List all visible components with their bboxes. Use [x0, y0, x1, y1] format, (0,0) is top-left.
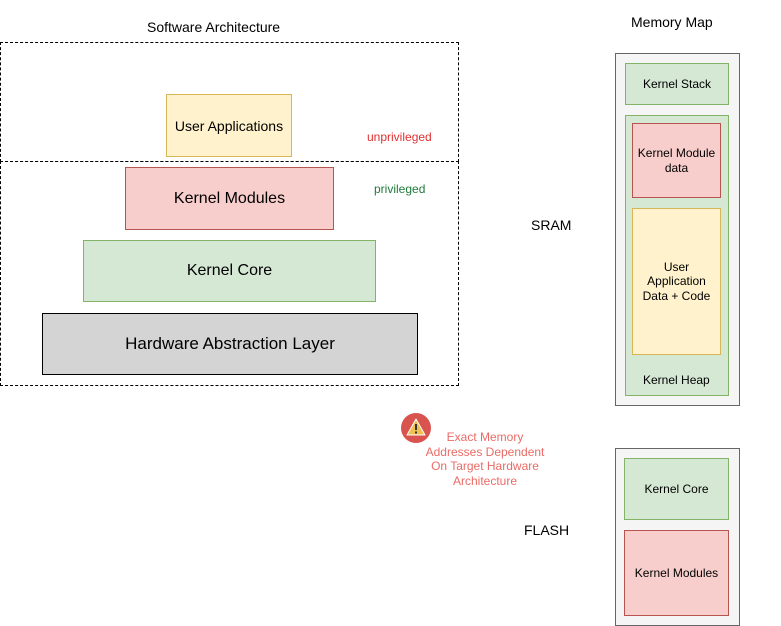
flash-kernel-core-label: Kernel Core	[644, 482, 709, 496]
hal-label: Hardware Abstraction Layer	[125, 334, 335, 353]
kernel-core-block: Kernel Core	[83, 240, 376, 302]
privileged-label: privileged	[374, 182, 426, 196]
kernel-stack-block: Kernel Stack	[625, 63, 729, 105]
software-architecture-title: Software Architecture	[147, 19, 281, 35]
kernel-heap-label: Kernel Heap	[643, 373, 710, 387]
hardware-abstraction-layer-block: Hardware Abstraction Layer	[42, 313, 418, 375]
flash-label: FLASH	[524, 522, 570, 538]
kernel-modules-label: Kernel Modules	[173, 189, 286, 207]
kernel-stack-label: Kernel Stack	[642, 77, 712, 91]
unprivileged-label: unprivileged	[367, 130, 432, 144]
kernel-module-data-block: Kernel Module data	[632, 123, 721, 198]
flash-kernel-modules-block: Kernel Modules	[624, 530, 729, 616]
flash-kernel-modules-label: Kernel Modules	[634, 566, 719, 580]
warning-text: Exact Memory Addresses Dependent On Targ…	[425, 430, 545, 488]
user-application-data-label: User Application Data + Code	[642, 259, 711, 303]
memory-map-title: Memory Map	[631, 14, 713, 30]
user-application-data-block: User Application Data + Code	[632, 208, 721, 355]
user-applications-label: User Applications	[174, 117, 284, 134]
kernel-modules-block: Kernel Modules	[125, 167, 334, 230]
kernel-module-data-label: Kernel Module data	[637, 146, 716, 175]
privileged-zone	[0, 161, 459, 386]
user-applications-block: User Applications	[166, 94, 292, 157]
kernel-core-label: Kernel Core	[186, 262, 273, 279]
sram-label: SRAM	[531, 217, 572, 233]
flash-kernel-core-block: Kernel Core	[624, 458, 729, 520]
warning-icon	[400, 412, 432, 444]
